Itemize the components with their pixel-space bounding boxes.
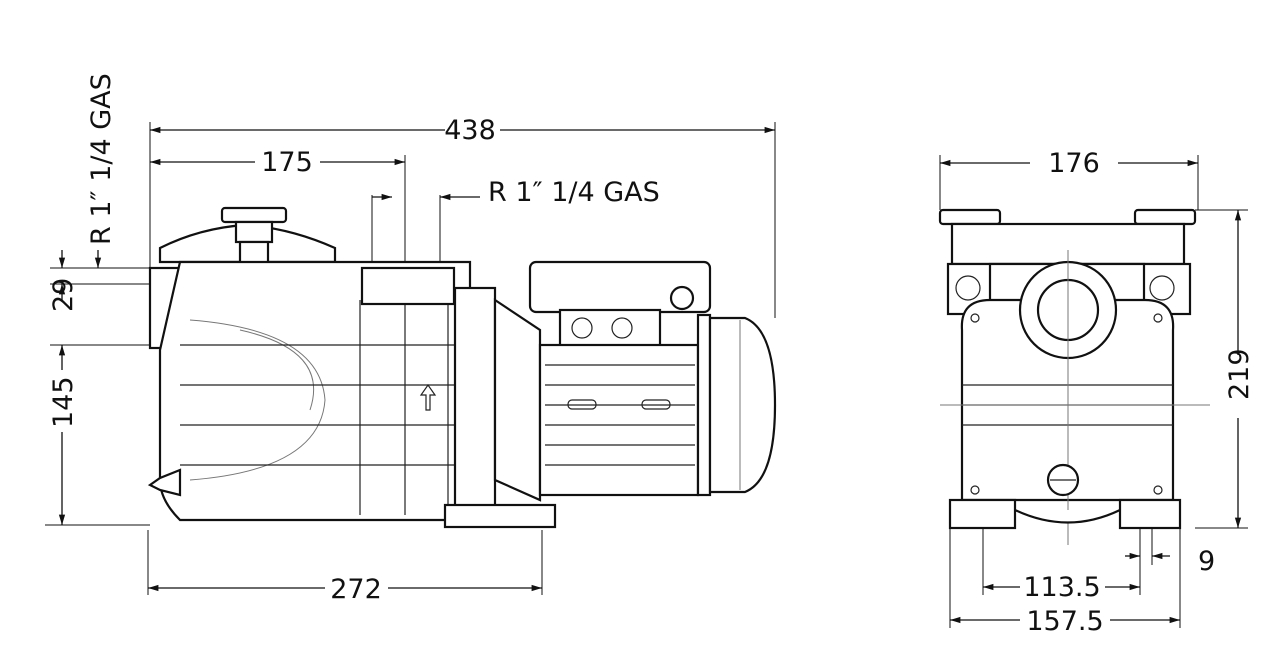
- side-view: 438 175 R 1″ 1/4 GAS R 1″ 1/4 GAS 29 145…: [45, 73, 777, 605]
- front-view: 176 219 9 113.5 157.5: [938, 148, 1255, 637]
- dim-inlet-offset: 29: [48, 278, 79, 312]
- dim-foot-slot: 9: [1198, 546, 1215, 577]
- motor: [493, 260, 777, 502]
- label-inlet-connection: R 1″ 1/4 GAS: [86, 73, 117, 245]
- dim-foot-inner: 113.5: [1023, 572, 1100, 603]
- dim-front-height: 219: [1224, 348, 1255, 400]
- dim-overall-length: 438: [444, 115, 496, 146]
- front-pump-body: [938, 208, 1210, 545]
- dim-base-length: 272: [330, 574, 382, 605]
- dim-inlet-to-outlet: 175: [261, 147, 313, 178]
- dim-inlet-height: 145: [48, 376, 79, 428]
- dim-front-width: 176: [1048, 148, 1100, 179]
- label-outlet-connection: R 1″ 1/4 GAS: [488, 177, 660, 208]
- strainer-housing: [147, 206, 557, 529]
- dim-foot-outer: 157.5: [1026, 606, 1103, 637]
